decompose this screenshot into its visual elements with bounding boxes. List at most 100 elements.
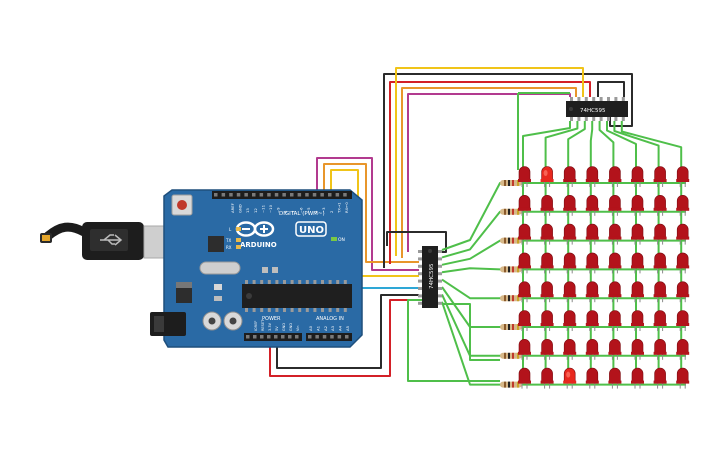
led[interactable] xyxy=(563,195,577,216)
led[interactable] xyxy=(563,310,577,332)
led[interactable] xyxy=(676,166,690,188)
wire-data-magenta[interactable] xyxy=(316,157,419,271)
led[interactable] xyxy=(653,339,667,360)
led[interactable] xyxy=(653,252,667,274)
led[interactable] xyxy=(676,223,690,245)
led[interactable] xyxy=(653,223,667,245)
led[interactable] xyxy=(631,281,644,303)
resistor[interactable] xyxy=(500,295,522,302)
led[interactable] xyxy=(563,223,577,245)
led[interactable] xyxy=(518,310,531,332)
wire-col-3[interactable] xyxy=(589,121,594,373)
power-analog-header[interactable] xyxy=(244,333,352,341)
led[interactable] xyxy=(631,252,644,274)
led[interactable] xyxy=(563,166,577,188)
led[interactable] xyxy=(540,281,554,303)
led[interactable] xyxy=(631,223,644,245)
resistor[interactable] xyxy=(500,208,522,215)
led[interactable] xyxy=(676,310,690,332)
wire-row-low[interactable] xyxy=(442,303,500,361)
led[interactable] xyxy=(540,367,554,389)
led[interactable] xyxy=(676,339,690,360)
led[interactable] xyxy=(653,195,667,216)
led[interactable] xyxy=(608,166,622,188)
wire-vcc-red[interactable] xyxy=(389,81,591,264)
led[interactable] xyxy=(585,281,599,303)
led[interactable] xyxy=(563,281,577,303)
wire-row-0[interactable] xyxy=(441,182,686,251)
led[interactable] xyxy=(540,310,554,332)
led[interactable] xyxy=(653,367,667,389)
wire-top-yellow[interactable] xyxy=(395,67,584,256)
resistor[interactable] xyxy=(500,381,522,388)
led[interactable] xyxy=(676,195,690,216)
wire-row-4[interactable] xyxy=(441,278,686,300)
led[interactable] xyxy=(631,166,644,188)
shift-register-top[interactable]: 74HC595 xyxy=(566,101,628,117)
led[interactable] xyxy=(540,339,554,360)
led[interactable] xyxy=(585,223,599,245)
resistor[interactable] xyxy=(500,237,522,244)
led[interactable] xyxy=(608,367,622,389)
led[interactable] xyxy=(540,223,554,245)
resistor[interactable] xyxy=(500,324,522,330)
led[interactable] xyxy=(631,195,644,216)
wire-row-6[interactable] xyxy=(441,293,686,357)
led[interactable] xyxy=(653,166,667,188)
led[interactable] xyxy=(540,252,554,274)
led[interactable] xyxy=(585,310,599,332)
wire-ground-black[interactable] xyxy=(276,294,419,369)
wire-top-magenta[interactable] xyxy=(407,93,571,252)
wire-col-2[interactable] xyxy=(567,121,586,373)
led[interactable] xyxy=(585,166,599,188)
shift-register-middle[interactable]: 74HC595 xyxy=(422,246,438,308)
led[interactable] xyxy=(585,195,599,216)
digital-header[interactable] xyxy=(212,191,352,199)
led[interactable] xyxy=(518,252,531,274)
wire-row-5[interactable] xyxy=(441,286,686,328)
led[interactable] xyxy=(653,310,667,332)
led[interactable] xyxy=(631,310,644,332)
led[interactable] xyxy=(563,252,577,274)
led[interactable] xyxy=(518,281,531,303)
led[interactable] xyxy=(608,223,622,245)
led[interactable] xyxy=(608,310,622,332)
led[interactable] xyxy=(585,367,599,389)
led[interactable] xyxy=(608,281,622,303)
wire-mid-loop-black[interactable] xyxy=(386,231,447,253)
led[interactable] xyxy=(631,339,644,360)
led[interactable] xyxy=(518,339,531,360)
led[interactable] xyxy=(563,339,577,360)
wire-top-orange[interactable] xyxy=(401,87,577,258)
led[interactable] xyxy=(518,166,531,188)
wire-col-4[interactable] xyxy=(598,121,615,373)
wire-row-3[interactable] xyxy=(441,267,686,274)
led[interactable] xyxy=(608,195,622,216)
wire-col-7[interactable] xyxy=(620,121,683,373)
led[interactable] xyxy=(518,195,531,216)
led[interactable] xyxy=(653,281,667,303)
led[interactable] xyxy=(608,252,622,274)
led[interactable] xyxy=(540,166,554,188)
wire-power-red[interactable] xyxy=(269,299,419,377)
led[interactable] xyxy=(608,339,622,360)
wire-col-1[interactable] xyxy=(544,121,579,373)
arduino-uno-board[interactable]: ARDUINO UNO L TX RX ON DIGITAL (PWM~) PO… xyxy=(150,189,363,348)
resistor[interactable] xyxy=(500,266,522,273)
resistor[interactable] xyxy=(500,180,522,186)
led[interactable] xyxy=(676,252,690,274)
led[interactable] xyxy=(585,252,599,274)
led[interactable] xyxy=(631,367,644,389)
led[interactable] xyxy=(676,367,690,389)
wire-row-bottom[interactable] xyxy=(407,299,500,382)
wire-gnd-black[interactable] xyxy=(383,73,633,268)
led[interactable] xyxy=(676,281,690,303)
wire-row-7[interactable] xyxy=(441,301,686,386)
wire-clock-yellow[interactable] xyxy=(330,169,419,277)
led[interactable] xyxy=(585,339,599,360)
wire-row-1[interactable] xyxy=(441,210,686,259)
led[interactable] xyxy=(518,223,531,245)
wire-col-5[interactable] xyxy=(606,121,637,373)
led[interactable] xyxy=(540,195,554,216)
wire-row-2[interactable] xyxy=(441,239,686,266)
